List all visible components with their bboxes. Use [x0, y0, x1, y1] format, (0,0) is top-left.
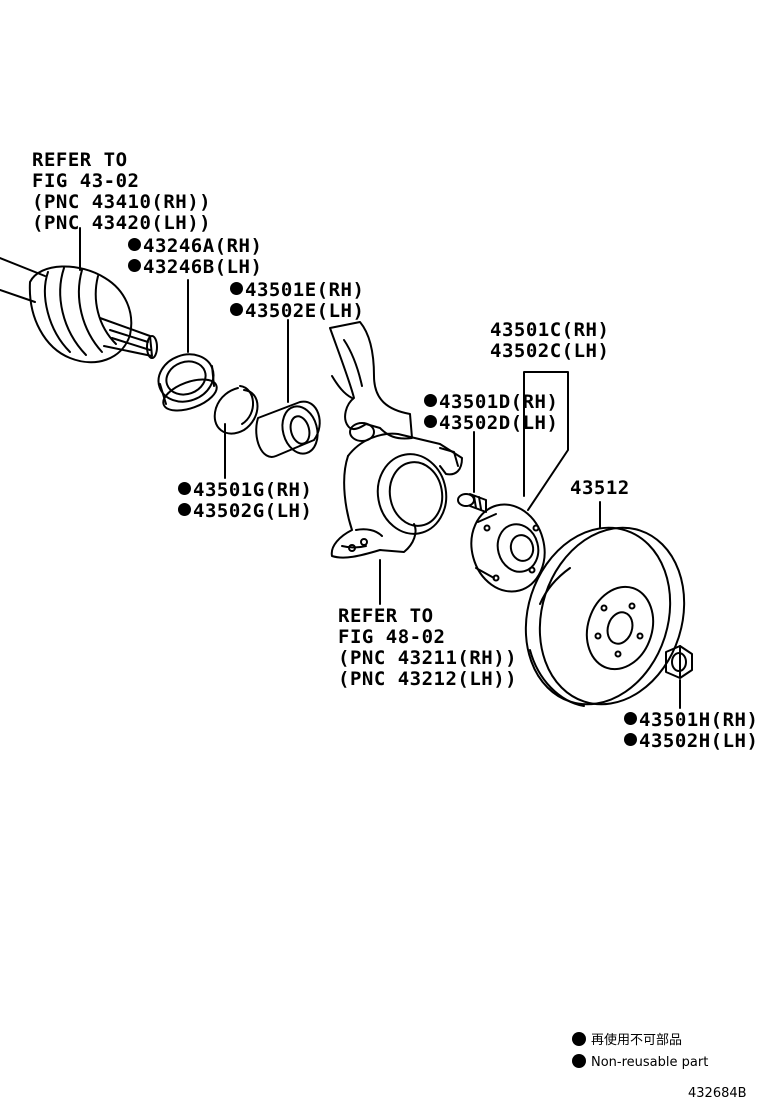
non-reusable-dot-icon	[178, 482, 191, 495]
hub-bolt	[457, 493, 487, 513]
hub-lh-text: 43502C(LH)	[490, 340, 610, 362]
deflector-lh-text: 43246B(LH)	[143, 256, 263, 278]
dust-deflector	[157, 353, 218, 412]
driveshaft-ref-line-4: (PNC 43420(LH))	[32, 212, 212, 234]
non-reusable-dot-icon	[424, 394, 437, 407]
hub-nut-lh-text: 43502H(LH)	[639, 730, 759, 752]
hub-bolt-lh-text: 43502D(LH)	[439, 412, 559, 434]
legend-jp: 再使用不可部品	[572, 1032, 682, 1049]
knuckle-ref-line-2: FIG 48-02	[338, 626, 446, 648]
axle-tip	[146, 335, 158, 359]
snap-ring-rh-text: 43501G(RH)	[193, 479, 313, 501]
knuckle-ref-line-1: REFER TO	[338, 605, 434, 627]
snap-ring-lh-text: 43502G(LH)	[193, 500, 313, 522]
non-reusable-dot-icon	[128, 259, 141, 272]
legend-dot-icon	[572, 1032, 586, 1046]
hub-bearing	[255, 400, 321, 458]
deflector-label: 43246A(RH) 43246B(LH)	[128, 236, 262, 278]
deflector-rh-text: 43246A(RH)	[143, 235, 263, 257]
non-reusable-dot-icon	[230, 282, 243, 295]
hub-label: 43501C(RH) 43502C(LH)	[490, 320, 609, 362]
bearing-label: 43501E(RH) 43502E(LH)	[230, 280, 364, 322]
bearing-rh-text: 43501E(RH)	[245, 279, 365, 301]
legend-jp-text: 再使用不可部品	[591, 1033, 683, 1048]
legend-en: Non-reusable part	[572, 1054, 708, 1071]
figure-id: 432684B	[688, 1086, 747, 1101]
hub-nut-rh-text: 43501H(RH)	[639, 709, 759, 731]
driveshaft-ref-line-1: REFER TO	[32, 149, 128, 171]
legend-dot-icon	[572, 1054, 586, 1068]
hub-nut-label: 43501H(RH) 43502H(LH)	[624, 710, 758, 752]
hub-bolt-rh-text: 43501D(RH)	[439, 391, 559, 413]
legend-en-text: Non-reusable part	[591, 1055, 709, 1070]
non-reusable-dot-icon	[128, 238, 141, 251]
leader-hub	[523, 371, 569, 511]
drive-shaft-assembly	[0, 257, 158, 364]
knuckle-ref-label: REFER TO FIG 48-02 (PNC 43211(RH)) (PNC …	[338, 606, 517, 690]
driveshaft-ref-line-2: FIG 43-02	[32, 170, 140, 192]
axle-hub	[470, 503, 546, 593]
knuckle-ref-line-3: (PNC 43211(RH))	[338, 647, 518, 669]
hub-rh-text: 43501C(RH)	[490, 319, 610, 341]
cv-boot	[28, 265, 133, 364]
snap-ring	[213, 385, 259, 435]
non-reusable-dot-icon	[624, 733, 637, 746]
driveshaft-ref-label: REFER TO FIG 43-02 (PNC 43410(RH)) (PNC …	[32, 150, 211, 234]
drive-shaft-lower-edge	[0, 289, 36, 303]
non-reusable-dot-icon	[230, 303, 243, 316]
hub-nut	[665, 645, 693, 679]
hub-bolt-label: 43501D(RH) 43502D(LH)	[424, 392, 558, 434]
non-reusable-dot-icon	[178, 503, 191, 516]
knuckle-ref-line-4: (PNC 43212(LH))	[338, 668, 518, 690]
leader-lines	[79, 227, 681, 709]
brake-disc	[524, 526, 686, 707]
bearing-lh-text: 43502E(LH)	[245, 300, 365, 322]
disc-label: 43512	[570, 477, 630, 499]
non-reusable-dot-icon	[624, 712, 637, 725]
axle-spline	[99, 317, 153, 357]
snap-ring-label: 43501G(RH) 43502G(LH)	[178, 480, 312, 522]
driveshaft-ref-line-3: (PNC 43410(RH))	[32, 191, 212, 213]
steering-knuckle	[329, 321, 463, 559]
axle-spline-teeth	[109, 329, 151, 351]
non-reusable-dot-icon	[424, 415, 437, 428]
cv-boot-folds	[44, 267, 117, 356]
